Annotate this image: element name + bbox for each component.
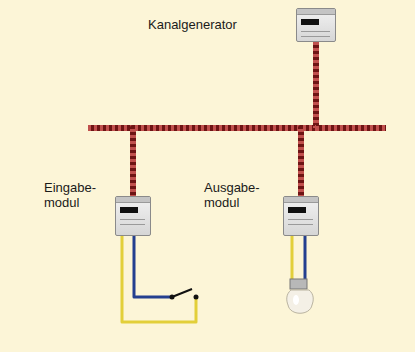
lamp-socket (290, 279, 307, 289)
device-display (288, 207, 306, 213)
switch-contact (194, 295, 199, 300)
device-display (120, 207, 138, 213)
switch-lever (172, 289, 192, 297)
switch-contact (170, 295, 175, 300)
module-device (296, 8, 336, 42)
device-groove (288, 219, 313, 220)
device-cap (284, 197, 318, 203)
module-device (115, 196, 151, 236)
device-cap (297, 9, 335, 15)
device-display (301, 19, 319, 25)
input-wiring (122, 236, 199, 322)
output-wiring (287, 236, 313, 313)
blue-wire (134, 236, 170, 297)
module-device (283, 196, 319, 236)
cable-core (133, 42, 316, 196)
cable-core (301, 42, 316, 196)
device-groove (301, 31, 330, 32)
blue-wire (304, 236, 307, 280)
module-label: Ausgabe- modul (204, 180, 260, 210)
module-node: Eingabe- modul (40, 178, 155, 238)
module-node: Ausgabe- modul (200, 178, 315, 238)
device-groove (301, 36, 330, 37)
device-groove (288, 224, 313, 225)
device-groove (120, 219, 145, 220)
module-label: Eingabe- modul (44, 180, 96, 210)
device-groove (120, 224, 145, 225)
module-label: Kanalgenerator (148, 17, 237, 32)
lamp-highlight (293, 295, 299, 305)
lamp-bulb (287, 290, 313, 313)
module-node: Kanalgenerator (140, 8, 340, 44)
yellow-wire (122, 236, 196, 322)
bus-connector (133, 42, 316, 196)
device-cap (116, 197, 150, 203)
cable-twist (301, 42, 316, 196)
cable-twist (133, 42, 316, 196)
bus-connector (301, 42, 316, 196)
yellow-wire (291, 236, 294, 280)
